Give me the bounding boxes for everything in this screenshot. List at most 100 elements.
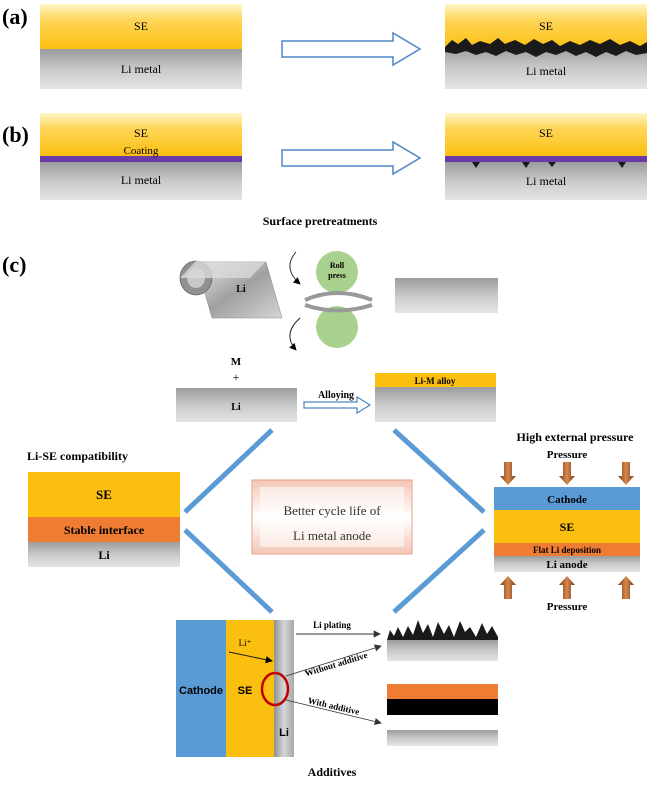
li-foil-roll-icon: Li (179, 260, 283, 319)
foil-label: Li (236, 284, 246, 295)
flat-deposition-layer (494, 543, 640, 556)
roller-bottom (316, 306, 358, 348)
center-line-1: Better cycle life of (283, 503, 381, 518)
cathode-label: Cathode (547, 494, 587, 506)
se-label: SE (96, 487, 112, 502)
se-label: SE (560, 520, 575, 534)
surface-pretreatments-title: Surface pretreatments (263, 214, 378, 228)
dendrite-interface (445, 38, 647, 57)
down-arrow-icon (559, 462, 575, 485)
small-defects (472, 162, 626, 168)
li-plating-label: Li plating (313, 620, 351, 630)
cathode-column (176, 620, 226, 757)
panel-a-label: (a) (2, 4, 28, 29)
li-ion-label: Li⁺ (239, 638, 252, 648)
li-metal-label: Li metal (526, 174, 567, 188)
li-metal-label: Li metal (121, 173, 162, 187)
stable-interface-label: Stable interface (64, 523, 145, 537)
pressure-bottom-label: Pressure (547, 601, 588, 613)
roll-press-label: Roll (330, 261, 345, 270)
additives-title: Additives (308, 765, 357, 779)
li-ion-arrow (228, 651, 273, 664)
surface-pretreatments: Surface pretreatments Li Roll press (179, 214, 498, 351)
roller-top (316, 251, 358, 293)
up-arrow-icon (559, 576, 575, 599)
li-block (375, 387, 496, 422)
rotation-arrow-bottom (289, 317, 301, 351)
se-label: SE (539, 126, 553, 140)
flat-deposition-label: Flat Li deposition (533, 545, 601, 555)
stable-interface-layer (28, 517, 180, 542)
li-anode-label: Li anode (546, 559, 587, 571)
li-metal-layer (40, 49, 242, 89)
plus-label: + (233, 370, 240, 384)
coating-layer (445, 156, 647, 162)
pressure-arrows-top (500, 462, 634, 485)
se-layer (494, 510, 640, 543)
alloying-arrow (303, 395, 372, 415)
additive-layer-black (387, 699, 498, 715)
pressure-top-label: Pressure (547, 449, 588, 461)
se-label: SE (134, 19, 148, 33)
li-label: Li (231, 402, 241, 413)
connector-lines (183, 428, 486, 614)
li-block (176, 388, 297, 422)
without-additive-arrow (285, 644, 382, 677)
pressure-arrows-bottom (500, 576, 634, 599)
panel-a: (a) SE Li metal SE Li metal (2, 4, 647, 89)
roller-gap-lower (304, 303, 373, 313)
panel-c-label: (c) (2, 252, 26, 277)
interface-highlight-circle (260, 671, 290, 707)
se-layer (445, 113, 647, 156)
li-metal-label: Li metal (121, 62, 162, 76)
se-column (226, 620, 274, 757)
down-arrow-icon (618, 462, 634, 485)
se-layer (28, 472, 180, 517)
li-column (274, 620, 294, 757)
panel-b-right-stack: SE Li metal (445, 113, 647, 200)
li-anode-layer (494, 556, 640, 572)
transition-arrow (281, 31, 422, 67)
se-layer (40, 113, 242, 156)
li-base-with (387, 730, 498, 746)
panel-b: (b) SE Coating Li metal SE Li metal (2, 113, 647, 200)
with-additive-label: With additive (307, 695, 361, 717)
panel-b-label: (b) (2, 122, 29, 147)
li-se-compatibility: Li-SE compatibility SE Stable interface … (27, 449, 180, 567)
li-base-without (387, 640, 498, 661)
connector-bottom-right (392, 528, 486, 614)
panel-b-left-stack: SE Coating Li metal (40, 113, 242, 200)
center-line-2: Li metal anode (293, 528, 371, 543)
with-additive-arrow (285, 699, 382, 726)
se-label: SE (134, 126, 148, 140)
coating-layer (40, 156, 242, 162)
high-external-pressure: High external pressure Pressure Cathode … (494, 430, 640, 613)
transition-arrow (281, 140, 422, 176)
se-label: SE (539, 19, 553, 33)
up-arrow-icon (500, 576, 516, 599)
li-layer (28, 542, 180, 567)
pressed-li-foil (395, 278, 498, 313)
li-se-title: Li-SE compatibility (27, 449, 128, 463)
up-arrow-icon (618, 576, 634, 599)
coating-label: Coating (124, 145, 159, 157)
se-layer (40, 4, 242, 49)
without-additive-label: Without additive (304, 650, 369, 679)
dendrite-growth (387, 620, 498, 640)
li-metal-label: Li metal (526, 64, 567, 78)
panel-a-right-stack: SE Li metal (445, 4, 647, 89)
alloying-label: Alloying (318, 390, 354, 401)
connector-bottom-left (183, 528, 274, 614)
down-arrow-icon (500, 462, 516, 485)
cathode-layer (494, 487, 640, 510)
li-metal-layer (40, 162, 242, 200)
roller-gap-upper (304, 291, 373, 302)
panel-a-left-stack: SE Li metal (40, 4, 242, 89)
se-label: SE (238, 685, 253, 697)
rotation-arrow-top (289, 251, 301, 285)
connector-top-right (392, 428, 486, 514)
center-summary: Better cycle life of Li metal anode (251, 479, 413, 555)
additive-layer-orange (387, 684, 498, 699)
m-label: M (231, 356, 242, 368)
